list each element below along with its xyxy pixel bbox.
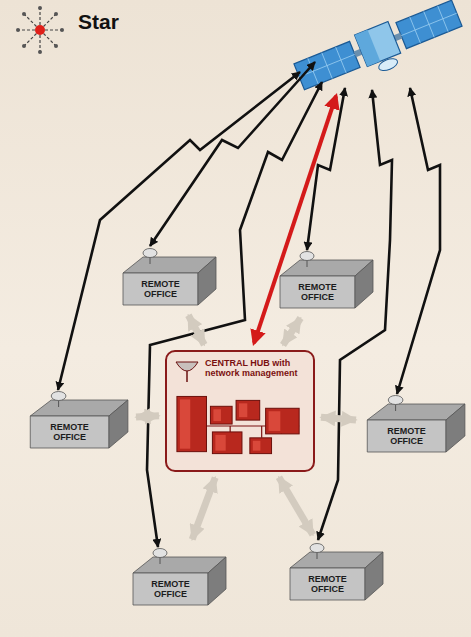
office-label: REMOTE OFFICE: [289, 283, 347, 303]
hub-equipment: [171, 388, 309, 466]
office-label: REMOTE OFFICE: [142, 580, 200, 600]
star-dot: [54, 12, 58, 16]
office-dish: [310, 544, 324, 553]
office-label: REMOTE OFFICE: [41, 423, 99, 443]
solar-panel: [396, 0, 462, 48]
office-label: REMOTE OFFICE: [299, 575, 357, 595]
office-front: [290, 568, 365, 600]
office-front: [123, 273, 198, 305]
star-dot: [22, 12, 26, 16]
office-face: REMOTE OFFICE: [367, 421, 446, 453]
office-dish: [388, 396, 403, 405]
office-building: [362, 392, 467, 457]
office-box: REMOTE OFFICE: [275, 248, 375, 313]
hub-office-arrow: [192, 478, 215, 540]
satellite-link: [147, 82, 322, 547]
office-box: REMOTE OFFICE: [285, 540, 385, 605]
office-box: REMOTE OFFICE: [25, 388, 130, 453]
star-dot: [16, 28, 20, 32]
hub-equipment-shine: [239, 403, 247, 417]
office-face: REMOTE OFFICE: [133, 574, 208, 606]
office-face: REMOTE OFFICE: [290, 569, 365, 601]
office-side: [109, 400, 128, 448]
hub-office-arrow: [136, 416, 159, 417]
star-dot: [22, 44, 26, 48]
star-dots: [16, 6, 64, 54]
hub-office-arrow: [283, 318, 301, 345]
office-side: [446, 404, 465, 452]
star-dot: [60, 28, 64, 32]
office-face: REMOTE OFFICE: [123, 274, 198, 306]
hub-label: CENTRAL HUB with network management: [205, 358, 309, 379]
office-building: [275, 248, 375, 313]
office-side: [355, 260, 373, 308]
office-dish: [143, 249, 157, 258]
star-dot: [54, 44, 58, 48]
office-building: [285, 540, 385, 605]
hub-equipment-box: [212, 432, 242, 454]
panel-grid: [294, 0, 462, 90]
office-label: REMOTE OFFICE: [378, 427, 436, 447]
office-side: [208, 557, 226, 605]
office-side: [198, 257, 216, 305]
office-front: [30, 416, 109, 448]
diagram-title: Star: [78, 10, 119, 34]
satellite-link: [397, 88, 440, 394]
hub-equipment-box: [210, 406, 232, 424]
hub-office-arrow: [321, 417, 356, 420]
hub-equipment-shine: [269, 411, 281, 431]
office-box: REMOTE OFFICE: [118, 245, 218, 310]
satellite-link: [58, 72, 300, 390]
satellite-dish: [377, 56, 399, 73]
satellite-link: [318, 90, 392, 540]
hub-office-arrow: [188, 315, 204, 344]
office-dish: [300, 252, 314, 261]
office-building: [25, 388, 130, 453]
star-dot: [38, 6, 42, 10]
office-dish: [51, 392, 66, 401]
hub-equipment-shine: [213, 409, 221, 421]
hub-dish: [173, 356, 201, 384]
office-dish: [153, 549, 167, 558]
office-face: REMOTE OFFICE: [280, 277, 355, 309]
office-box: REMOTE OFFICE: [128, 545, 228, 610]
hub-equipment-box: [236, 400, 260, 420]
hub-equipment-shine: [253, 441, 261, 451]
star-dot: [38, 50, 42, 54]
hub-heading-box: CENTRAL HUB with network management: [205, 358, 309, 379]
office-building: [118, 245, 218, 310]
solar-panel: [294, 41, 360, 89]
hub-office-arrow: [279, 477, 313, 535]
star-icon: [18, 8, 62, 52]
hub-equipment-shine: [180, 399, 190, 448]
office-front: [280, 276, 355, 308]
office-building: [128, 545, 228, 610]
office-face: REMOTE OFFICE: [30, 417, 109, 449]
satellite-body-shade: [355, 30, 381, 67]
satellite-links: [58, 62, 440, 547]
hub-equipment-box: [250, 438, 272, 454]
hub-equipment-box: [266, 408, 300, 434]
hub-box: CENTRAL HUB with network management: [165, 350, 315, 472]
office-side: [365, 552, 383, 600]
office-box: REMOTE OFFICE: [362, 392, 467, 457]
office-front: [133, 573, 208, 605]
star-center: [35, 25, 45, 35]
hub-equipment-shine: [215, 435, 225, 451]
hub-equipment-box: [177, 396, 207, 451]
office-label: REMOTE OFFICE: [132, 280, 190, 300]
office-front: [367, 420, 446, 452]
